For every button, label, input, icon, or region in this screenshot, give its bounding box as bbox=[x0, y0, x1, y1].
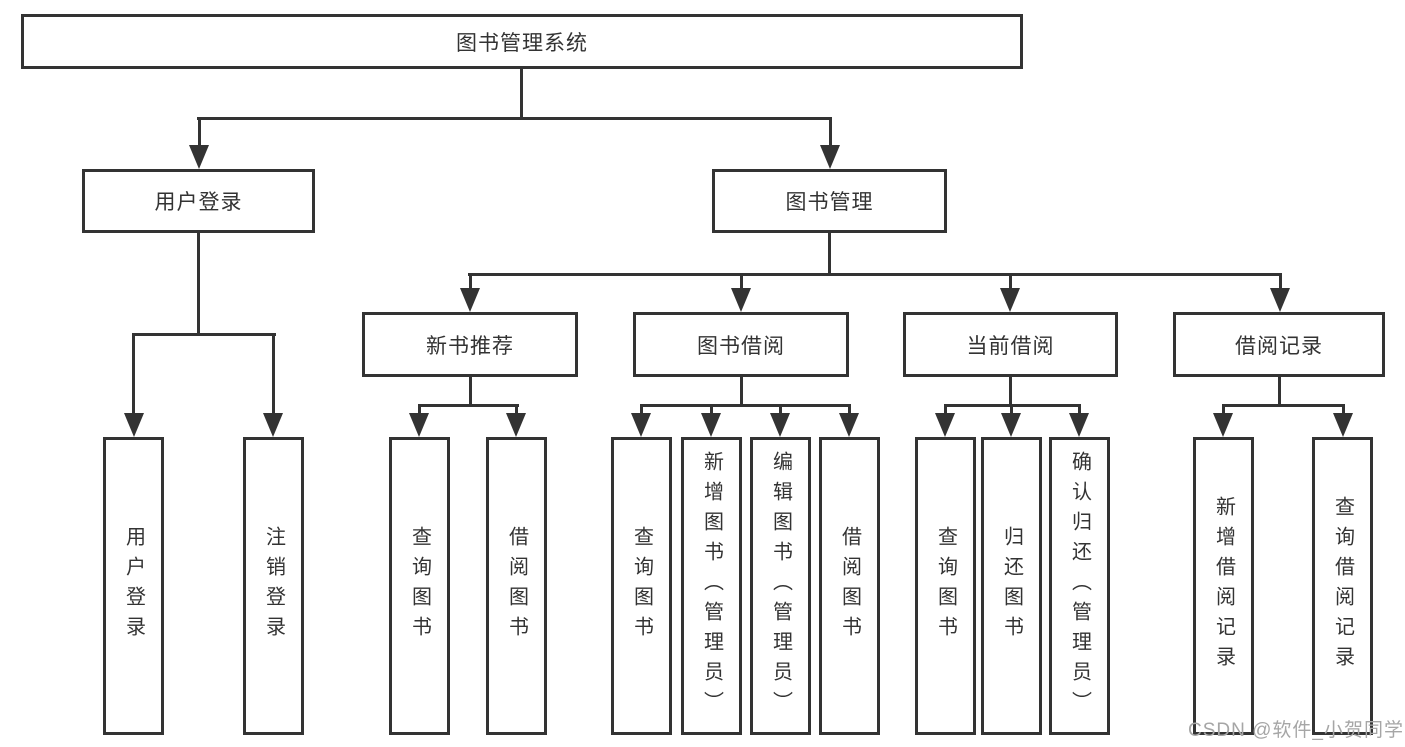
connector-line bbox=[198, 117, 201, 153]
leaf-query-borrow-record: 查询借阅记录 bbox=[1312, 437, 1373, 735]
connector-line bbox=[1078, 404, 1081, 416]
arrow-down-icon bbox=[1000, 288, 1020, 312]
arrow-down-icon bbox=[409, 413, 429, 437]
node-current-borrow-label: 当前借阅 bbox=[966, 334, 1055, 358]
leaf-edit-book-admin-label: 编辑图书（管理员） bbox=[769, 451, 792, 721]
connector-line bbox=[272, 333, 275, 419]
leaf-borrow-books-borrow-label: 借阅图书 bbox=[838, 526, 861, 646]
leaf-borrow-books-borrow: 借阅图书 bbox=[819, 437, 880, 735]
leaf-query-books-borrow: 查询图书 bbox=[611, 437, 672, 735]
connector-line bbox=[640, 404, 643, 416]
node-borrow-records: 借阅记录 bbox=[1173, 312, 1385, 377]
leaf-query-books-recommend: 查询图书 bbox=[389, 437, 450, 735]
node-current-borrow: 当前借阅 bbox=[903, 312, 1118, 377]
arrow-down-icon bbox=[263, 413, 283, 437]
leaf-query-books-current-label: 查询图书 bbox=[934, 526, 957, 646]
connector-line bbox=[418, 404, 421, 416]
connector-line bbox=[469, 273, 472, 293]
node-library-system-label: 图书管理系统 bbox=[456, 31, 588, 55]
leaf-confirm-return-admin-label: 确认归还（管理员） bbox=[1068, 451, 1091, 721]
leaf-add-book-admin: 新增图书（管理员） bbox=[681, 437, 742, 735]
leaf-logout: 注销登录 bbox=[243, 437, 304, 735]
connector-line bbox=[132, 333, 135, 419]
arrow-down-icon bbox=[770, 413, 790, 437]
leaf-query-books-current: 查询图书 bbox=[915, 437, 976, 735]
arrow-down-icon bbox=[1069, 413, 1089, 437]
node-user-login-label: 用户登录 bbox=[154, 191, 243, 214]
connector-line bbox=[1009, 273, 1012, 293]
connector-line bbox=[132, 333, 276, 336]
connector-line bbox=[710, 404, 713, 416]
leaf-return-books-label: 归还图书 bbox=[1000, 526, 1023, 646]
arrow-down-icon bbox=[731, 288, 751, 312]
connector-line bbox=[1222, 404, 1225, 416]
connector-line bbox=[1009, 375, 1012, 407]
connector-line bbox=[740, 375, 743, 407]
leaf-user-login-label: 用户登录 bbox=[122, 526, 145, 646]
node-book-borrow-label: 图书借阅 bbox=[697, 334, 785, 358]
arrow-down-icon bbox=[631, 413, 651, 437]
watermark-text: CSDN @软件_小贺同学 bbox=[1188, 720, 1404, 741]
node-book-management: 图书管理 bbox=[712, 169, 947, 233]
arrow-down-icon bbox=[124, 413, 144, 437]
connector-line bbox=[1279, 273, 1282, 293]
node-new-book-recommend: 新书推荐 bbox=[362, 312, 578, 377]
connector-line bbox=[197, 117, 832, 120]
node-book-management-label: 图书管理 bbox=[785, 191, 874, 214]
arrow-down-icon bbox=[460, 288, 480, 312]
arrow-down-icon bbox=[1270, 288, 1290, 312]
leaf-query-books-recommend-label: 查询图书 bbox=[408, 526, 431, 646]
connector-line bbox=[469, 375, 472, 407]
connector-line bbox=[740, 273, 743, 293]
arrow-down-icon bbox=[189, 145, 209, 169]
arrow-down-icon bbox=[1333, 413, 1353, 437]
leaf-user-login: 用户登录 bbox=[103, 437, 164, 735]
connector-line bbox=[1222, 404, 1344, 407]
connector-line bbox=[515, 404, 518, 416]
connector-line bbox=[1278, 375, 1281, 407]
leaf-add-book-admin-label: 新增图书（管理员） bbox=[700, 451, 723, 721]
leaf-return-books: 归还图书 bbox=[981, 437, 1042, 735]
arrow-down-icon bbox=[935, 413, 955, 437]
connector-line bbox=[829, 117, 832, 153]
node-borrow-records-label: 借阅记录 bbox=[1235, 334, 1323, 358]
leaf-query-borrow-record-label: 查询借阅记录 bbox=[1331, 496, 1354, 676]
leaf-edit-book-admin: 编辑图书（管理员） bbox=[750, 437, 811, 735]
leaf-confirm-return-admin: 确认归还（管理员） bbox=[1049, 437, 1110, 735]
connector-line bbox=[944, 404, 947, 416]
arrow-down-icon bbox=[506, 413, 526, 437]
node-library-system: 图书管理系统 bbox=[21, 14, 1023, 69]
connector-line bbox=[1010, 404, 1013, 416]
arrow-down-icon bbox=[1001, 413, 1021, 437]
leaf-borrow-books-recommend-label: 借阅图书 bbox=[505, 526, 528, 646]
node-new-book-recommend-label: 新书推荐 bbox=[426, 334, 514, 358]
leaf-borrow-books-recommend: 借阅图书 bbox=[486, 437, 547, 735]
connector-line bbox=[468, 273, 1282, 276]
connector-line bbox=[828, 230, 831, 276]
connector-line bbox=[418, 404, 519, 407]
connector-line bbox=[1342, 404, 1345, 416]
leaf-add-borrow-record-label: 新增借阅记录 bbox=[1212, 496, 1235, 676]
connector-line bbox=[520, 68, 523, 120]
connector-line bbox=[197, 230, 200, 336]
connector-line bbox=[848, 404, 851, 416]
connector-line bbox=[640, 404, 851, 407]
arrow-down-icon bbox=[1213, 413, 1233, 437]
leaf-add-borrow-record: 新增借阅记录 bbox=[1193, 437, 1254, 735]
node-book-borrow: 图书借阅 bbox=[633, 312, 849, 377]
leaf-logout-label: 注销登录 bbox=[262, 526, 285, 646]
leaf-query-books-borrow-label: 查询图书 bbox=[630, 526, 653, 646]
arrow-down-icon bbox=[820, 145, 840, 169]
connector-line bbox=[779, 404, 782, 416]
arrow-down-icon bbox=[701, 413, 721, 437]
arrow-down-icon bbox=[839, 413, 859, 437]
node-user-login: 用户登录 bbox=[82, 169, 315, 233]
